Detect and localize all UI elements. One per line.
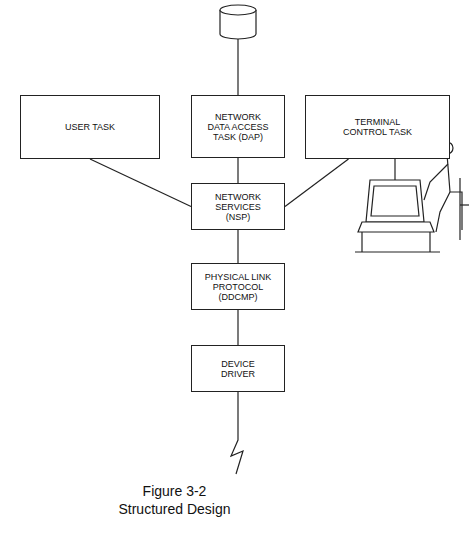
process-box: TERMINAL CONTROL TASK	[305, 95, 450, 159]
process-box: PHYSICAL LINK PROTOCOL (DDCMP)	[191, 263, 285, 310]
terminal-line	[394, 159, 395, 180]
process-box: USER TASK	[20, 95, 160, 159]
box-label: TERMINAL CONTROL TASK	[340, 117, 416, 137]
disk-line	[237, 39, 238, 95]
box-label: DEVICE DRIVER	[213, 359, 263, 379]
disk-symbol	[220, 5, 256, 39]
link-bolt	[231, 392, 243, 474]
connector	[90, 159, 191, 207]
box-label: NETWORK DATA ACCESS TASK (DAP)	[205, 112, 271, 142]
connector	[237, 310, 238, 345]
box-label: PHYSICAL LINK PROTOCOL (DDCMP)	[201, 272, 275, 302]
connector	[237, 230, 238, 263]
process-box: NETWORK DATA ACCESS TASK (DAP)	[191, 95, 285, 158]
connector	[237, 158, 238, 183]
connector	[285, 159, 349, 207]
process-box: NETWORK SERVICES (NSP)	[191, 183, 285, 230]
box-label: NETWORK SERVICES (NSP)	[210, 192, 266, 222]
box-label: USER TASK	[65, 122, 115, 132]
figure-caption: Figure 3-2 Structured Design	[112, 482, 237, 518]
process-box: DEVICE DRIVER	[191, 345, 285, 392]
